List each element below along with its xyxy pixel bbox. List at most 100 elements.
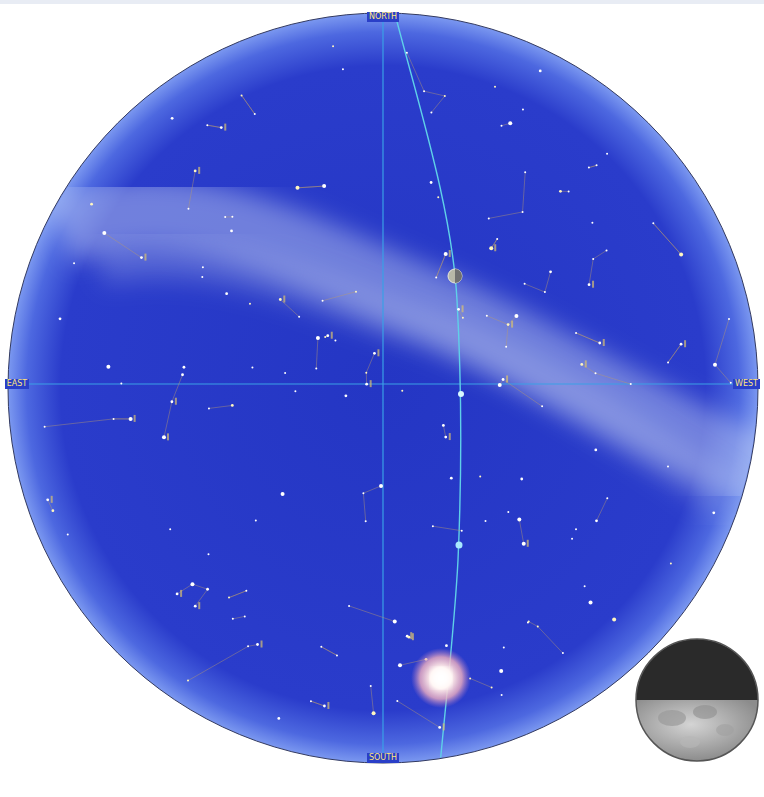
- star-dot: [479, 475, 481, 477]
- star-dot: [326, 334, 329, 337]
- star-dot: [562, 652, 564, 654]
- direction-label: WEST: [733, 379, 760, 389]
- star-dot: [522, 211, 524, 213]
- star-dot: [432, 525, 434, 527]
- star-tick: [527, 540, 529, 547]
- constellation-line: [503, 379, 542, 406]
- constellation-line: [297, 186, 324, 188]
- star-dot: [528, 621, 530, 623]
- constellation-line: [371, 686, 374, 713]
- star-dot: [201, 276, 203, 278]
- star-dot: [170, 400, 173, 403]
- star-dot: [728, 318, 730, 320]
- star-dot: [334, 339, 336, 341]
- constellation-line: [321, 647, 337, 656]
- constellation-line: [653, 223, 681, 254]
- star-dot: [67, 534, 69, 536]
- star-dot: [294, 390, 296, 392]
- star-dot: [323, 705, 326, 708]
- star-dot: [445, 644, 448, 647]
- constellation-line: [470, 678, 492, 687]
- star-dot: [571, 538, 573, 540]
- star-dot: [129, 417, 133, 421]
- constellation-line: [366, 373, 367, 384]
- star-dot: [342, 68, 344, 70]
- constellation-line: [424, 91, 445, 96]
- star-dot: [437, 196, 439, 198]
- constellation-line: [529, 622, 538, 627]
- constellation-line: [349, 606, 395, 622]
- star-dot: [520, 478, 523, 481]
- star-tick: [283, 295, 285, 302]
- star-dot: [575, 528, 577, 530]
- constellation-line: [527, 621, 529, 623]
- constellation-line: [489, 212, 523, 218]
- constellation-line: [523, 172, 526, 212]
- star-tick: [684, 340, 686, 347]
- star-dot: [187, 680, 189, 682]
- star-dot: [183, 366, 186, 369]
- star-dot: [500, 125, 502, 127]
- star-dot: [539, 70, 542, 73]
- star-dot: [90, 203, 93, 206]
- star-dot: [667, 361, 669, 363]
- star-dot: [316, 336, 320, 340]
- star-dot: [606, 153, 608, 155]
- star-tick: [198, 167, 200, 174]
- star-tick: [175, 398, 177, 405]
- star-dot: [488, 217, 490, 219]
- star-dot: [503, 646, 505, 648]
- star-dot: [591, 222, 593, 224]
- star-dot: [231, 404, 234, 407]
- star-dot: [514, 314, 518, 318]
- star-dot: [324, 336, 326, 338]
- star-dot: [362, 492, 364, 494]
- constellation-line: [436, 254, 446, 277]
- star-dot: [140, 256, 143, 259]
- constellation-line: [596, 373, 631, 384]
- star-dot: [249, 303, 251, 305]
- star-tick: [327, 702, 329, 709]
- star-tick: [370, 380, 372, 387]
- constellation-line: [443, 425, 445, 437]
- star-dot: [251, 367, 253, 369]
- star-dot: [247, 645, 249, 647]
- star-tick: [261, 641, 263, 648]
- constellation-line: [589, 165, 597, 167]
- star-dot: [220, 126, 223, 129]
- star-dot: [517, 517, 521, 521]
- star-dot: [169, 528, 171, 530]
- star-dot: [612, 617, 616, 621]
- star-tick: [331, 332, 333, 339]
- constellation-line: [715, 319, 729, 365]
- star-dot: [106, 365, 110, 369]
- constellation-line: [506, 325, 508, 347]
- star-dot: [462, 317, 464, 319]
- star-dot: [187, 208, 189, 210]
- star-dot: [592, 258, 594, 260]
- star-dot: [322, 300, 324, 302]
- star-dot: [713, 363, 717, 367]
- star-tick: [224, 124, 226, 131]
- star-dot: [541, 405, 543, 407]
- constellation-line: [233, 616, 245, 618]
- star-dot: [670, 563, 672, 565]
- constellation-line: [431, 96, 444, 113]
- star-dot: [507, 511, 509, 513]
- constellation-line: [229, 591, 246, 598]
- star-dot: [310, 700, 312, 702]
- star-dot: [162, 435, 166, 439]
- constellation-line: [321, 647, 337, 656]
- constellation-line: [311, 701, 324, 706]
- star-dot: [73, 262, 75, 264]
- direction-label: SOUTH: [367, 753, 399, 763]
- constellation-line: [525, 284, 545, 292]
- star-dot: [401, 390, 403, 392]
- star-dot: [232, 618, 234, 620]
- star-dot: [194, 169, 197, 172]
- star-tick: [511, 321, 513, 328]
- star-dot: [206, 588, 209, 591]
- star-dot: [501, 694, 503, 696]
- constellation-line: [248, 645, 257, 647]
